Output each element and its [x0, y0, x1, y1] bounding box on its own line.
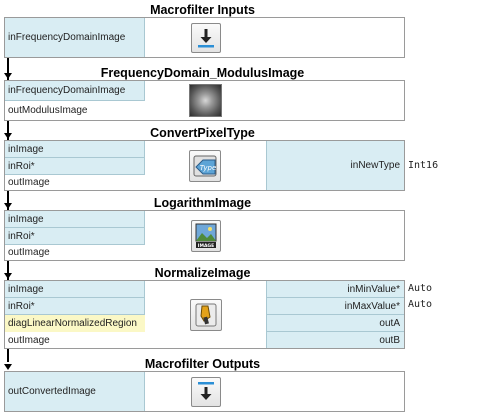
value-inMaxValue[interactable]: Auto: [408, 299, 433, 310]
modulus-image-block[interactable]: inFrequencyDomainImage outModulusImage: [4, 80, 405, 121]
download-into-tray-icon: [191, 23, 221, 53]
block-title-normalize: NormalizeImage: [154, 266, 251, 280]
port-inNewType[interactable]: inNewType: [266, 141, 404, 190]
port-diagLinearNormalizedRegion[interactable]: diagLinearNormalizedRegion: [5, 315, 145, 332]
port-inRoi[interactable]: inRoi*: [5, 228, 145, 245]
port-inFrequencyDomainImage[interactable]: inFrequencyDomainImage: [5, 81, 145, 101]
value-inNewType[interactable]: Int16: [408, 160, 439, 171]
port-inImage[interactable]: inImage: [5, 281, 145, 298]
port-inRoi[interactable]: inRoi*: [5, 158, 145, 175]
port-inImage[interactable]: inImage: [5, 211, 145, 228]
port-outB[interactable]: outB: [266, 332, 404, 348]
block-title-convert: ConvertPixelType: [150, 126, 255, 140]
download-arrow-icon: [191, 377, 221, 407]
logarithm-image-block[interactable]: inImage inRoi* outImage IMAGE: [4, 210, 405, 261]
port-inMaxValue[interactable]: inMaxValue*: [266, 298, 404, 315]
normalize-image-block[interactable]: inImage inRoi* diagLinearNormalizedRegio…: [4, 280, 405, 349]
port-outImage[interactable]: outImage: [8, 334, 50, 346]
port-outConvertedImage[interactable]: outConvertedImage: [5, 372, 145, 411]
convert-pixel-type-block[interactable]: inImage inRoi* outImage Type inNewType: [4, 140, 405, 191]
flow-arrow-2: [4, 133, 12, 139]
port-inRoi[interactable]: inRoi*: [5, 298, 145, 315]
block-title-logarithm: LogarithmImage: [153, 196, 252, 210]
port-outImage[interactable]: outImage: [8, 177, 50, 188]
port-inMinValue[interactable]: inMinValue*: [266, 281, 404, 298]
svg-text:IMAGE: IMAGE: [198, 243, 214, 249]
block-title-modulus: FrequencyDomain_ModulusImage: [100, 66, 305, 80]
port-outA[interactable]: outA: [266, 315, 404, 332]
flow-arrow-3: [4, 203, 12, 209]
value-inMinValue[interactable]: Auto: [408, 283, 433, 294]
frequency-spectrum-preview-icon: [189, 84, 222, 117]
flow-arrow-4: [4, 273, 12, 279]
type-tag-icon: Type: [189, 150, 221, 182]
flow-arrow-1: [4, 73, 12, 79]
brush-paint-icon: [190, 299, 222, 331]
port-inFrequencyDomainImage[interactable]: inFrequencyDomainImage: [5, 18, 145, 57]
block-title-outputs: Macrofilter Outputs: [144, 357, 261, 371]
port-outImage[interactable]: outImage: [8, 247, 50, 258]
port-outModulusImage[interactable]: outModulusImage: [8, 105, 88, 116]
macrofilter-inputs-block[interactable]: inFrequencyDomainImage: [4, 17, 405, 58]
svg-text:Type: Type: [200, 164, 217, 172]
port-inImage[interactable]: inImage: [5, 141, 145, 158]
macrofilter-outputs-block[interactable]: outConvertedImage: [4, 371, 405, 412]
flow-arrow-5: [4, 364, 12, 370]
block-title-inputs: Macrofilter Inputs: [150, 3, 255, 17]
image-thumbnail-icon: IMAGE: [191, 220, 221, 252]
